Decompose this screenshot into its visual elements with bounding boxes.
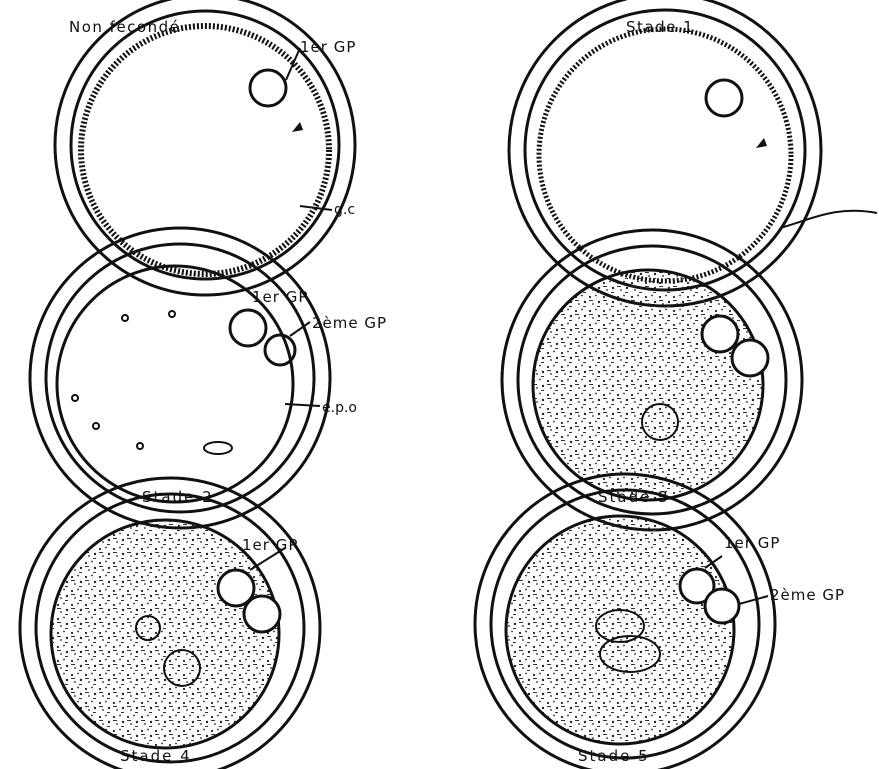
label-first-polar-body: 1er GP	[724, 534, 780, 552]
first-polar-body	[230, 310, 266, 346]
ooplasm	[533, 270, 763, 500]
arrow-icon	[292, 122, 303, 132]
label-first-polar-body: 1er GP	[300, 38, 356, 56]
label-second-polar-body: 2ème GP	[770, 586, 845, 604]
oocyte-membrane	[539, 29, 791, 281]
second-polar-body	[244, 596, 280, 632]
second-polar-body	[732, 340, 768, 376]
ooplasm	[51, 520, 279, 748]
arrow-icon	[756, 138, 767, 148]
panel-stage5: Stade 5 1er GP 2ème GP	[475, 474, 845, 769]
oocyte-membrane	[81, 26, 329, 274]
label-first-polar-body: 1er GP	[242, 536, 298, 554]
zona-pellucida-outer	[509, 0, 821, 306]
zona-pellucida-inner	[46, 244, 314, 512]
label-perivitelline-space: e.p.o	[322, 400, 357, 416]
ooplasm	[506, 516, 734, 744]
label-first-polar-body: 1er GP	[252, 288, 308, 306]
first-polar-body	[250, 70, 286, 106]
label-second-polar-body: 2ème GP	[312, 314, 387, 332]
cortical-granule-markers	[72, 311, 175, 449]
label-cortical-granules: g.c	[334, 202, 355, 218]
second-polar-body	[265, 335, 295, 365]
sperm-tail	[780, 211, 877, 228]
second-polar-body	[705, 589, 739, 623]
first-polar-body	[702, 316, 738, 352]
first-polar-body	[706, 80, 742, 116]
sperm-head	[204, 442, 232, 454]
panel-stage4: Stade 4 1er GP	[20, 478, 320, 769]
